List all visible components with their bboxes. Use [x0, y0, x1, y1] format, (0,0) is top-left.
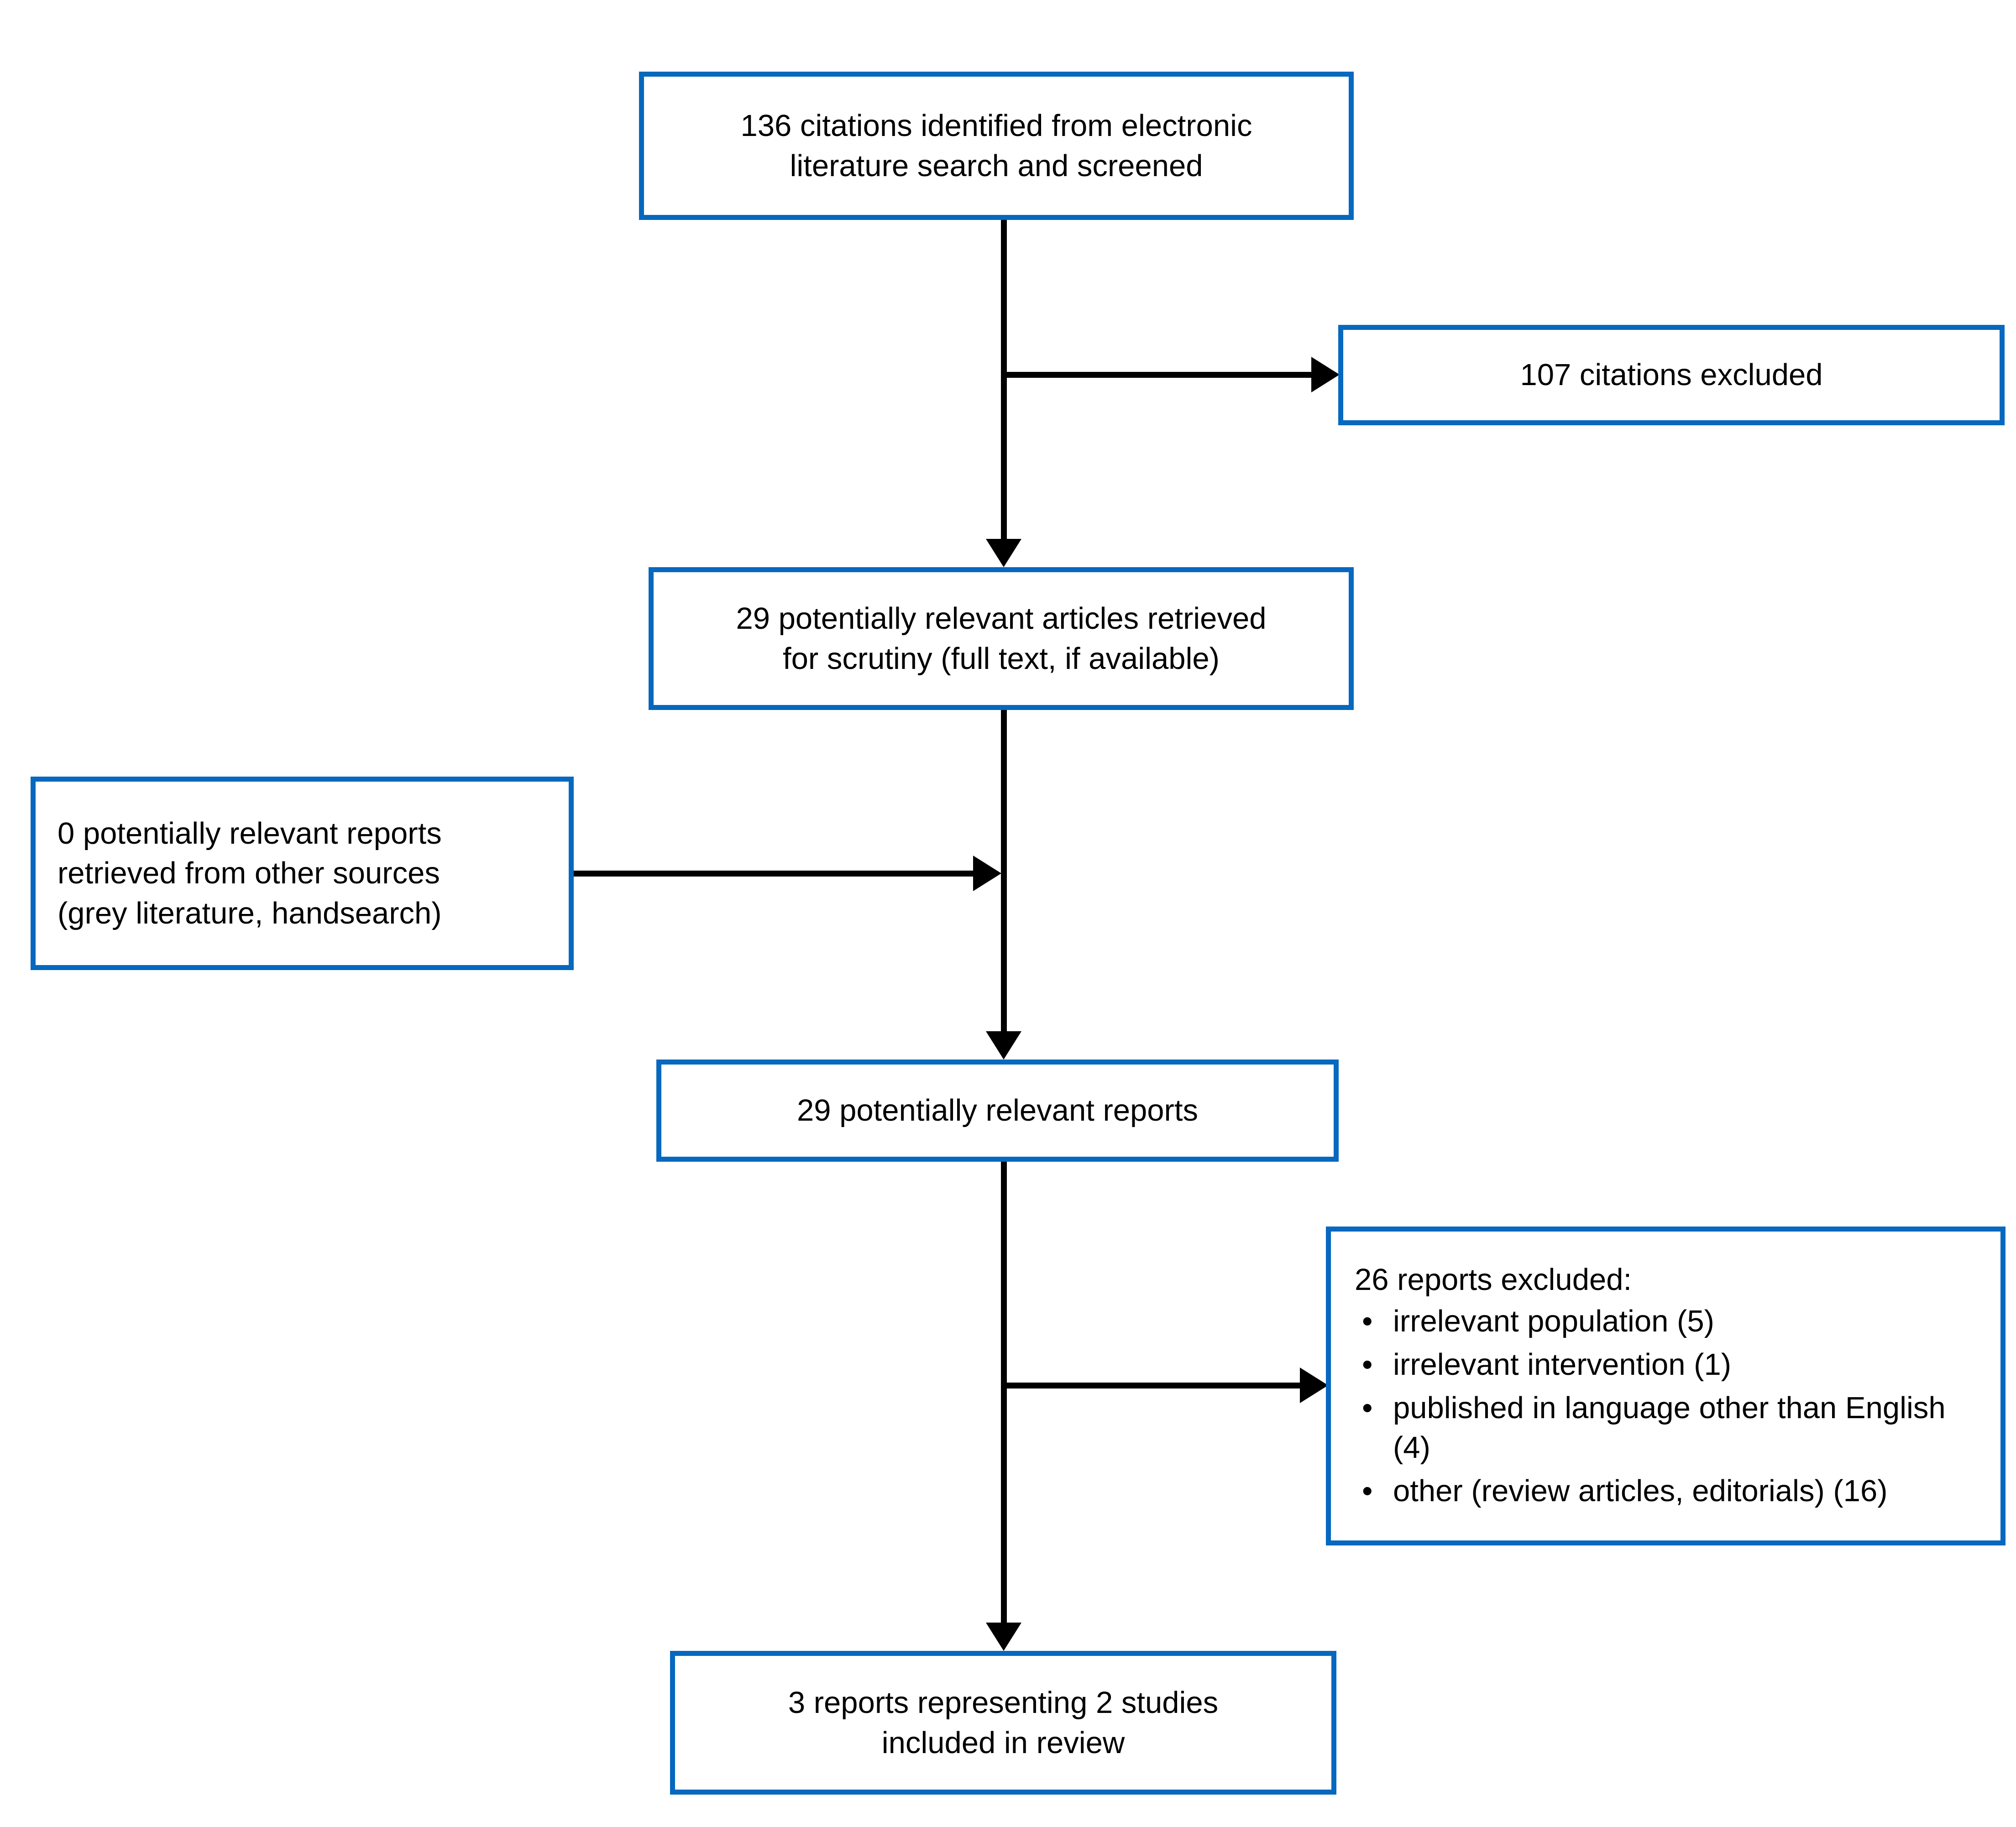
reason-label: other (review articles, editorials) (16): [1393, 1474, 1888, 1508]
list-item: • published in language other than Engli…: [1355, 1388, 1987, 1467]
list-item: • irrelevant population (5): [1355, 1301, 1987, 1341]
bullet-icon: •: [1362, 1474, 1373, 1508]
node-other-sources: 0 potentially relevant reports retrieved…: [31, 777, 574, 970]
arrowhead-into-excluded-citations: [1311, 357, 1340, 392]
reports-excluded-reason-list: • irrelevant population (5) • irrelevant…: [1355, 1301, 1987, 1511]
node-citations-identified: 136 citations identified from electronic…: [639, 72, 1354, 220]
arrowhead-into-excluded-reports: [1300, 1368, 1328, 1403]
node-citations-excluded-label: 107 citations excluded: [1520, 358, 1823, 392]
node-articles-retrieved: 29 potentially relevant articles retriev…: [649, 567, 1354, 710]
node-reports-included-label: 3 reports representing 2 studies include…: [788, 1686, 1219, 1760]
arrowhead-into-trunk: [973, 856, 1001, 891]
connector-reports-to-included: [1001, 1162, 1007, 1623]
node-reports-included: 3 reports representing 2 studies include…: [670, 1651, 1336, 1795]
arrowhead-into-included: [986, 1623, 1021, 1651]
reports-excluded-block: 26 reports excluded: • irrelevant popula…: [1355, 1261, 1987, 1511]
bullet-icon: •: [1362, 1347, 1373, 1382]
connector-identified-to-retrieved: [1001, 220, 1007, 539]
node-reports-excluded: 26 reports excluded: • irrelevant popula…: [1326, 1227, 2006, 1545]
list-item: • irrelevant intervention (1): [1355, 1345, 1987, 1384]
reason-label: irrelevant intervention (1): [1393, 1347, 1732, 1382]
connector-other-sources-to-trunk: [574, 871, 973, 877]
reason-label: published in language other than English…: [1393, 1390, 1946, 1465]
bullet-icon: •: [1362, 1390, 1373, 1425]
node-citations-identified-label: 136 citations identified from electronic…: [740, 109, 1252, 183]
node-potentially-relevant-reports: 29 potentially relevant reports: [656, 1060, 1339, 1162]
arrowhead-into-retrieved: [986, 539, 1021, 567]
node-potentially-relevant-reports-label: 29 potentially relevant reports: [797, 1093, 1198, 1128]
node-articles-retrieved-label: 29 potentially relevant articles retriev…: [736, 601, 1267, 676]
arrowhead-into-reports: [986, 1031, 1021, 1060]
node-citations-excluded: 107 citations excluded: [1338, 325, 2005, 425]
connector-to-excluded-citations: [1001, 372, 1311, 378]
bullet-icon: •: [1362, 1304, 1373, 1338]
reason-label: irrelevant population (5): [1393, 1304, 1714, 1338]
node-other-sources-label: 0 potentially relevant reports retrieved…: [58, 816, 442, 930]
connector-retrieved-to-reports: [1001, 710, 1007, 1031]
connector-to-excluded-reports: [1001, 1383, 1300, 1389]
list-item: • other (review articles, editorials) (1…: [1355, 1471, 1987, 1511]
reports-excluded-heading: 26 reports excluded:: [1355, 1262, 1632, 1297]
